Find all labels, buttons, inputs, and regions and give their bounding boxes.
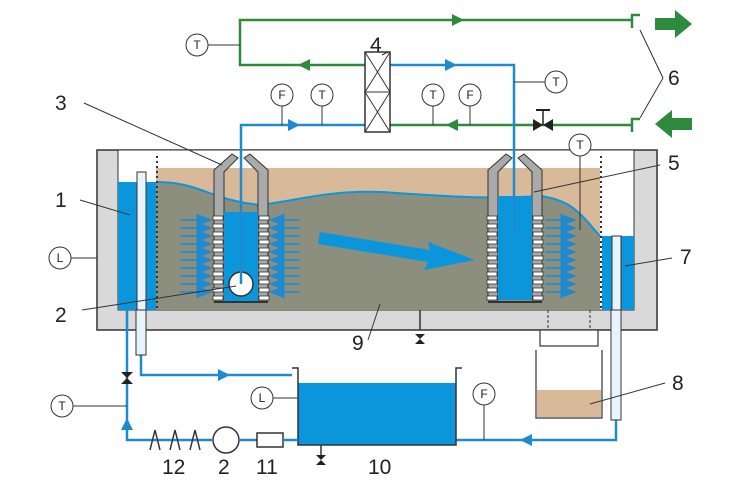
screen-slot (212, 223, 224, 229)
flow-arrows (180, 213, 577, 299)
callouts: 1 2 3 4 5 6 7 8 9 10 11 2 12 (55, 34, 692, 479)
outlet-arrow (655, 10, 692, 38)
screen-slot (258, 223, 270, 229)
screen-slot (212, 231, 224, 237)
screen-slot (212, 271, 224, 277)
label-6: 6 (668, 67, 680, 90)
inst-t-top: T (193, 38, 201, 52)
label-2-bottom: 2 (218, 456, 230, 479)
piping-bottom (121, 309, 622, 465)
screen-slot (486, 231, 498, 237)
label-2-top: 2 (55, 304, 67, 327)
screen-slot (258, 231, 270, 237)
flow-direction-arrow (318, 232, 475, 270)
screen-slot (258, 239, 270, 245)
screen-slot (486, 263, 498, 269)
screen-slot (532, 279, 544, 285)
screen-slot (258, 247, 270, 253)
screen-slot (532, 215, 544, 221)
inst-f-right: F (466, 88, 473, 102)
screen-slot (532, 255, 544, 261)
inst-t-loop: T (58, 399, 66, 413)
screen-slot (258, 263, 270, 269)
inst-t-hx: T (552, 75, 560, 89)
screen-slot (212, 263, 224, 269)
leader-lines (79, 29, 673, 405)
label-7: 7 (680, 246, 692, 269)
drain-valve-icon (415, 334, 425, 344)
inlet-arrow (655, 110, 692, 138)
screen-slot (258, 255, 270, 261)
label-12: 12 (162, 456, 185, 479)
label-10: 10 (368, 456, 391, 479)
screen-slot (212, 295, 224, 301)
screen-slot (486, 255, 498, 261)
label-1: 1 (55, 189, 67, 212)
inst-t-right: T (429, 88, 437, 102)
label-9: 9 (352, 332, 364, 355)
screen-slot (258, 295, 270, 301)
screen-slot (486, 295, 498, 301)
screen-slot (212, 215, 224, 221)
basin (96, 149, 658, 331)
inst-t-left: T (318, 88, 326, 102)
loop-valve-icon (121, 372, 133, 384)
inst-f-return: F (480, 387, 487, 401)
screen-slot (532, 223, 544, 229)
screen-slot (486, 271, 498, 277)
screen-slot (532, 239, 544, 245)
screen-slot (212, 239, 224, 245)
screen-slot (486, 223, 498, 229)
screen-slot (532, 247, 544, 253)
filter-icon (256, 432, 284, 448)
screen-slot (486, 279, 498, 285)
circulation-pump-icon (212, 426, 240, 454)
screen-slot (212, 255, 224, 261)
screen-slot (212, 247, 224, 253)
label-5: 5 (668, 152, 680, 175)
screen-slot (532, 295, 544, 301)
screen-slot (258, 279, 270, 285)
label-8: 8 (672, 372, 684, 395)
piping-top (238, 10, 692, 284)
screen-slot (532, 287, 544, 293)
inst-l-reservoir: L (259, 391, 266, 405)
inst-f-left: F (278, 88, 285, 102)
label-11: 11 (256, 456, 278, 479)
screen-slot (258, 287, 270, 293)
screen-slot (486, 215, 498, 221)
screen-slot (532, 263, 544, 269)
screen-slot (532, 231, 544, 237)
instruments: T F T T F T T L L T F (48, 33, 592, 440)
label-3: 3 (55, 92, 67, 115)
check-valves-icon (149, 429, 201, 451)
screen-slot (486, 239, 498, 245)
tank-drain-valve-icon (316, 455, 326, 465)
inst-t-bed: T (576, 138, 584, 152)
well-right (486, 153, 544, 303)
screen-slot (212, 279, 224, 285)
inst-l-tank: L (57, 251, 64, 265)
screen-slot (486, 287, 498, 293)
screen-slot (532, 271, 544, 277)
label-4: 4 (370, 34, 382, 57)
storage-tank-water (298, 383, 456, 445)
screen-slot (486, 247, 498, 253)
screen-slot (258, 215, 270, 221)
screen-slot (258, 271, 270, 277)
